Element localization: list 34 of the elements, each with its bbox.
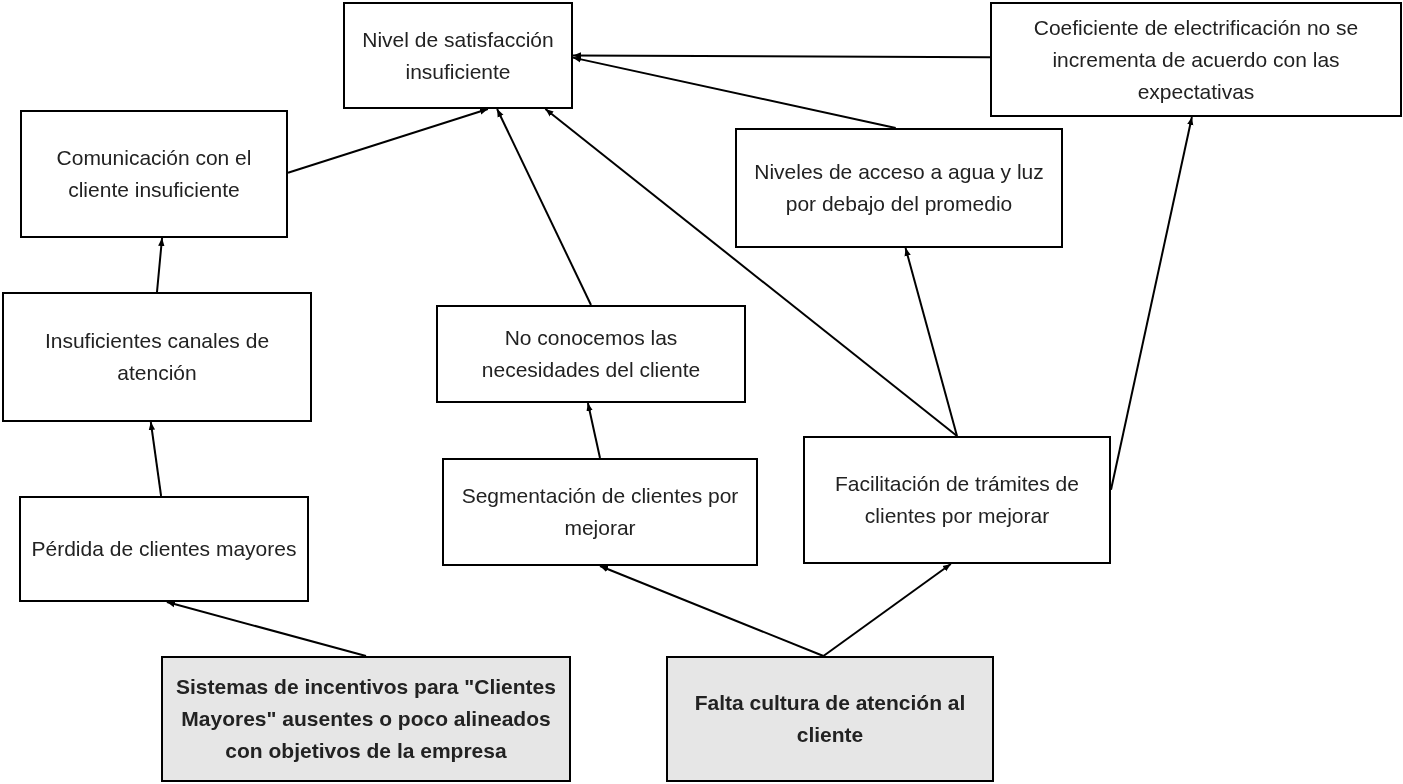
arrow <box>572 56 897 129</box>
cause-box <box>803 436 1111 564</box>
cause-box <box>735 128 1063 248</box>
box-text: Falta cultura de atención al cliente <box>693 690 967 748</box>
arrow <box>599 565 825 657</box>
box-text: Pérdida de clientes mayores <box>31 536 297 562</box>
arrow <box>544 108 958 437</box>
cause-box <box>19 496 309 602</box>
box-text: Facilitación de trámites de clientes por mejorar <box>834 471 1080 529</box>
cause-box <box>442 458 758 566</box>
arrow <box>572 52 991 59</box>
arrow <box>165 601 367 657</box>
cause-box <box>343 2 573 109</box>
box-text: Coeficiente de electrificación no se incrementa de acuerdo con las expectativas <box>1032 14 1360 105</box>
arrow <box>496 108 592 306</box>
box-text: Comunicación con el cliente insuficiente <box>55 145 253 203</box>
cause-box <box>2 292 312 422</box>
box-text: Nivel de satisfacción insuficiente <box>361 26 555 85</box>
box-text: Insuficientes canales de atención <box>43 328 271 386</box>
arrow <box>822 563 952 657</box>
cause-box <box>20 110 288 238</box>
root-cause-box <box>666 656 994 782</box>
cause-box <box>990 2 1402 117</box>
box-text: Segmentación de clientes por mejorar <box>460 483 740 541</box>
arrow <box>904 247 958 437</box>
box-text: No conocemos las necesidades del cliente <box>480 325 702 383</box>
arrow <box>586 402 601 459</box>
arrow <box>287 108 489 174</box>
box-text: Sistemas de incentivos para "Clientes Mayores" ausentes o poco alineados con objetivos de la empresa <box>175 674 557 764</box>
cause-box <box>436 305 746 403</box>
arrow <box>148 421 163 497</box>
root-cause-box <box>161 656 571 782</box>
box-text: Niveles de acceso a agua y luz por debajo del promedio <box>753 159 1045 217</box>
arrow <box>156 237 165 293</box>
